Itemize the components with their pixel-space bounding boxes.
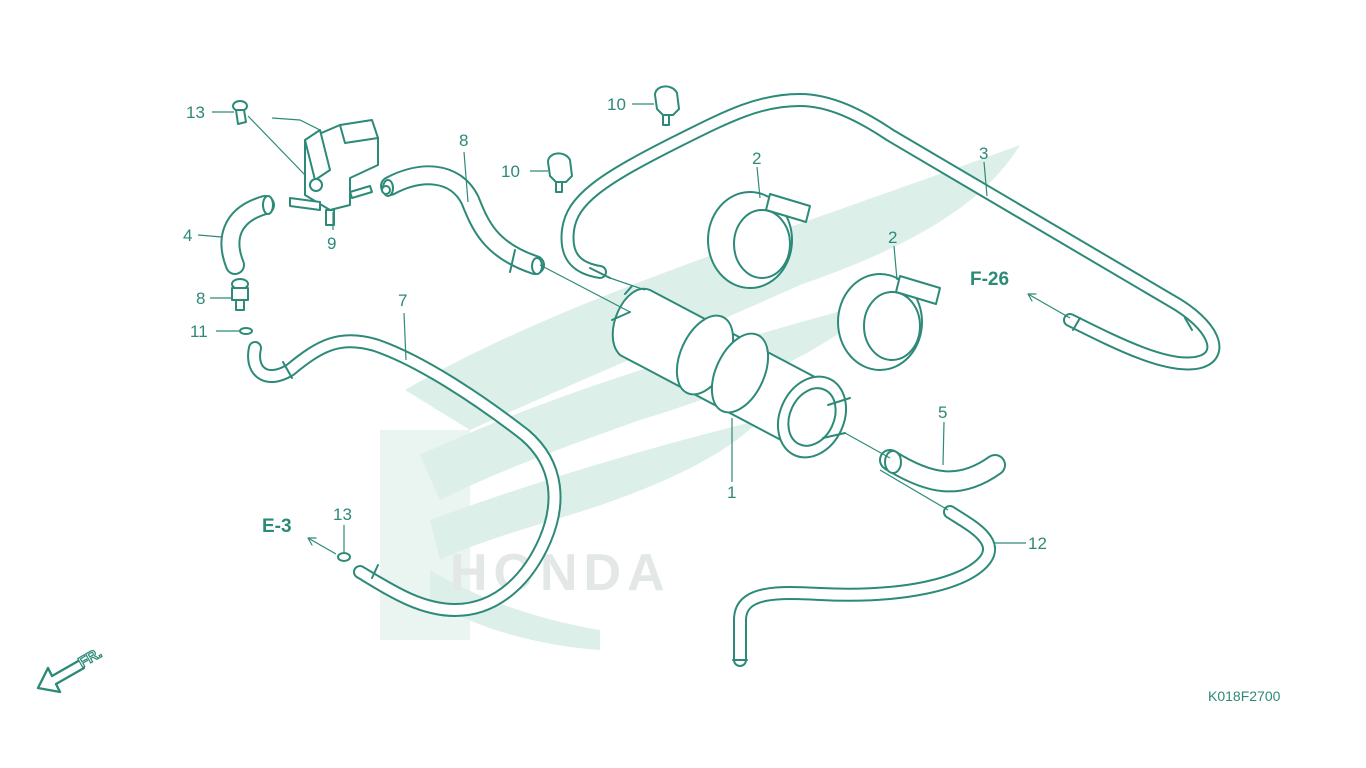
tube-part-3 (560, 93, 1221, 371)
clamp-part-10 (547, 85, 680, 193)
front-direction-indicator: FR. (36, 644, 106, 694)
callout-leaders (197, 103, 1026, 552)
solenoid-valve-part-9 (289, 119, 391, 226)
callout-2-lower: 2 (888, 228, 897, 247)
fitting-part-8 (231, 278, 249, 311)
callout-3: 3 (979, 144, 988, 163)
canister-part-1 (611, 285, 851, 459)
callout-10-upper: 10 (607, 95, 626, 114)
callout-5: 5 (938, 403, 947, 422)
guide-lines (247, 115, 949, 511)
callout-1: 1 (727, 483, 736, 502)
front-arrow-icon (36, 658, 86, 694)
cross-reference-e3[interactable]: E-3 (262, 516, 337, 555)
hose-part-4 (220, 195, 275, 275)
callouts: 13 10 10 8 2 2 3 4 9 8 11 7 5 1 12 13 (183, 95, 1047, 553)
tube-part-7 (247, 334, 562, 617)
callout-13-upper: 11 (190, 322, 208, 341)
tube-part-12 (732, 505, 996, 667)
callout-6: 8 (459, 131, 468, 150)
screw-part-11 (232, 100, 248, 125)
figure-code: K018F2700 (1208, 688, 1281, 704)
band-part-2 (707, 191, 941, 371)
cross-reference-f26[interactable]: F-26 (970, 269, 1071, 319)
callout-10-lower: 10 (501, 162, 520, 181)
clip-part-13 (239, 327, 351, 562)
callout-2-upper: 2 (752, 149, 761, 168)
callout-12: 12 (1028, 534, 1047, 553)
watermark-text: HONDA (450, 544, 671, 602)
callout-9: 9 (327, 234, 336, 253)
hose-part-5 (879, 449, 1006, 493)
ref-e3-label[interactable]: E-3 (262, 516, 292, 537)
callout-7: 7 (398, 291, 407, 310)
callout-11: 13 (186, 103, 205, 122)
ref-f26-label[interactable]: F-26 (970, 269, 1009, 290)
callout-4: 4 (183, 226, 192, 245)
callout-13-lower: 13 (333, 505, 352, 524)
callout-8: 8 (196, 289, 205, 308)
hose-part-6 (380, 165, 545, 275)
